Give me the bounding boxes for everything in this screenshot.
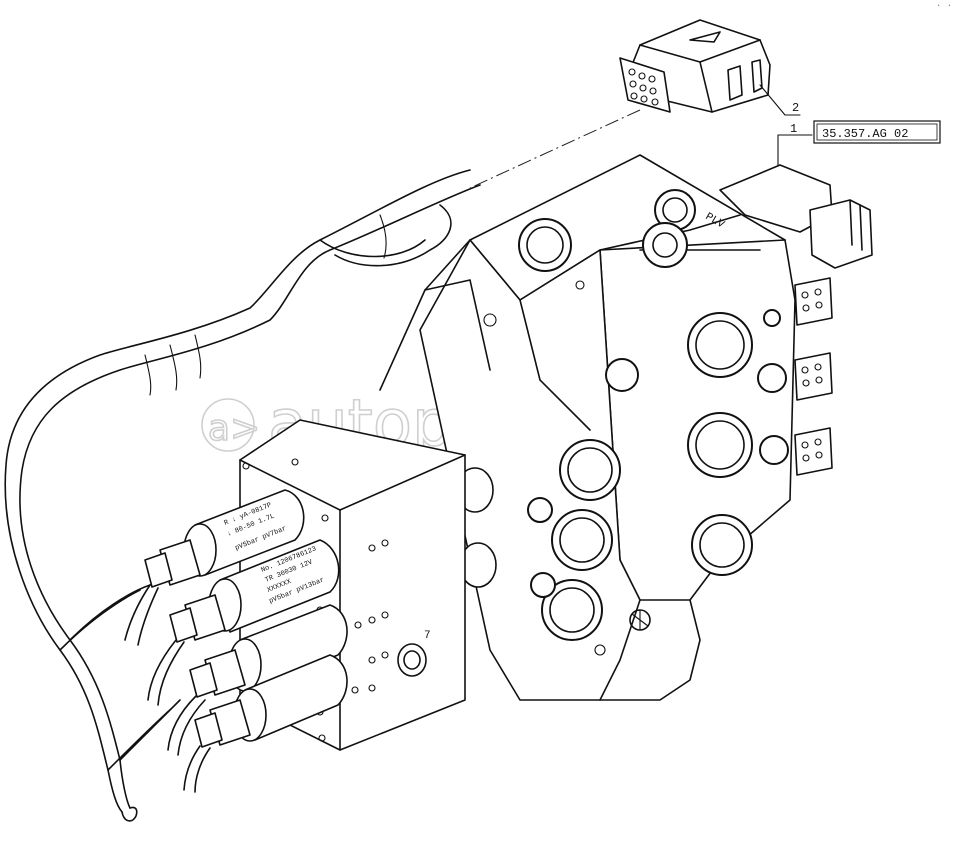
- side-connectors: [719, 164, 873, 476]
- reference-code: 35.357.AG 02: [822, 127, 908, 141]
- callout-1: 1: [777, 122, 813, 169]
- reference-box: 35.357.AG 02: [813, 120, 941, 144]
- callout-1-number: 1: [790, 122, 797, 136]
- coil-plugs: [124, 539, 251, 793]
- callout-2: 2: [759, 84, 801, 116]
- watermark-badge: a>: [208, 408, 260, 449]
- corner-mark: · ·: [936, 1, 952, 11]
- callout-2-number: 2: [792, 101, 799, 115]
- valve-block: PLV: [379, 154, 796, 701]
- assembly-leader-line: [469, 109, 641, 189]
- connector-plug: [619, 19, 771, 113]
- wiring-harness: [4, 169, 481, 822]
- port-marking: 7: [424, 630, 431, 642]
